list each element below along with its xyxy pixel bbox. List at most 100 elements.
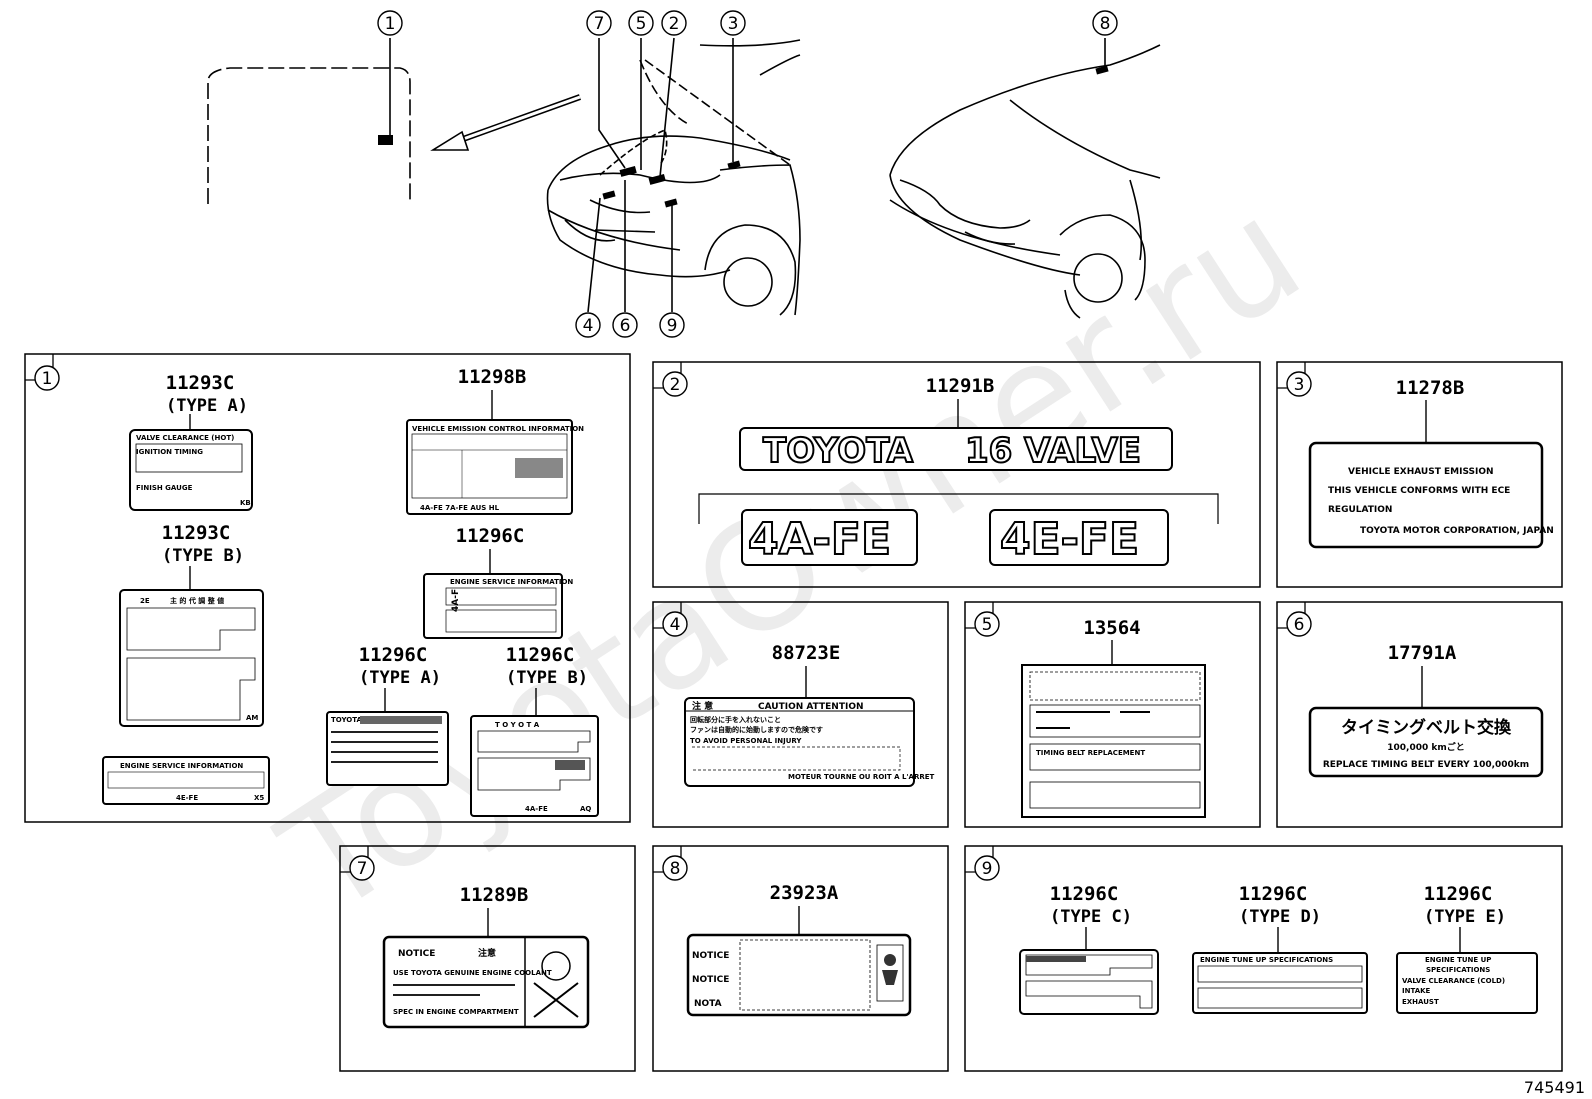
svg-text:KB: KB bbox=[240, 499, 251, 507]
svg-text:4A-F: 4A-F bbox=[451, 589, 461, 612]
part-type: (TYPE A) bbox=[359, 668, 441, 688]
svg-text:8: 8 bbox=[670, 859, 681, 879]
part-type: (TYPE B) bbox=[506, 668, 588, 688]
svg-text:TOYOTA MOTOR CORPORATION, JAPA: TOYOTA MOTOR CORPORATION, JAPAN bbox=[1360, 526, 1554, 536]
label-11296c-type-e: ENGINE TUNE UP SPECIFICATIONS VALVE CLEA… bbox=[1396, 952, 1538, 1014]
svg-text:ファンは自動的に始動しますので危険です: ファンは自動的に始動しますので危険です bbox=[690, 725, 823, 734]
callout-5: 5 bbox=[628, 10, 654, 36]
part-code: 11278B bbox=[1396, 377, 1465, 399]
part-type: (TYPE E) bbox=[1424, 907, 1506, 927]
part-code: 13564 bbox=[1083, 617, 1140, 639]
svg-text:ENGINE TUNE UP SPECIFICATIONS: ENGINE TUNE UP SPECIFICATIONS bbox=[1200, 956, 1333, 964]
svg-text:ENGINE TUNE UP: ENGINE TUNE UP bbox=[1425, 956, 1491, 964]
svg-text:1: 1 bbox=[385, 14, 396, 34]
part-code: 11293C bbox=[166, 372, 235, 394]
panel-6: 6 17791A タイミングベルト交換 100,000 kmごと REPLACE… bbox=[1276, 601, 1563, 828]
top-illustrations bbox=[207, 37, 1161, 319]
panel-4: 4 88723E 注 意 CAUTION ATTENTION 回転部分に手を入れ… bbox=[652, 601, 949, 828]
label-23923a: NOTICE NOTICE NOTA bbox=[686, 933, 912, 1017]
part-code: 11296C bbox=[1050, 883, 1119, 905]
svg-text:AM: AM bbox=[246, 714, 258, 722]
panel-3: 3 11278B VEHICLE EXHAUST EMISSION THIS V… bbox=[1276, 361, 1563, 588]
part-code: 11291B bbox=[926, 375, 995, 397]
callout-3: 3 bbox=[720, 10, 746, 36]
svg-text:4: 4 bbox=[670, 615, 681, 635]
figure-number: 745491 bbox=[1524, 1078, 1585, 1097]
svg-text:4E-FE: 4E-FE bbox=[176, 794, 198, 802]
part-type: (TYPE B) bbox=[162, 546, 244, 566]
svg-text:EXHAUST: EXHAUST bbox=[1402, 998, 1439, 1006]
svg-text:100,000 kmごと: 100,000 kmごと bbox=[1387, 741, 1465, 753]
panel-9: 9 11296C (TYPE C) 11296C (TYPE D) ENGINE… bbox=[964, 845, 1563, 1072]
part-type: (TYPE C) bbox=[1050, 907, 1132, 927]
panel-5: 5 13564 TIMING BELT REPLACEMENT bbox=[964, 601, 1261, 828]
callout-9: 9 bbox=[659, 312, 685, 338]
emblem-toyota-16-valve: TOYOTA 16 VALVE bbox=[739, 427, 1173, 472]
svg-text:2E: 2E bbox=[140, 597, 150, 605]
svg-text:注 意: 注 意 bbox=[692, 700, 713, 712]
svg-text:5: 5 bbox=[982, 615, 993, 635]
part-type: (TYPE A) bbox=[166, 396, 248, 416]
svg-text:主 的 代 調 整 値: 主 的 代 調 整 値 bbox=[170, 596, 224, 605]
svg-text:6: 6 bbox=[1294, 615, 1305, 635]
svg-text:NOTICE: NOTICE bbox=[692, 951, 729, 961]
svg-text:MOTEUR TOURNE OU ROIT A L'ARRE: MOTEUR TOURNE OU ROIT A L'ARRET bbox=[788, 773, 935, 781]
svg-text:2: 2 bbox=[669, 14, 680, 34]
part-code: 11298B bbox=[458, 366, 527, 388]
svg-text:FINISH GAUGE: FINISH GAUGE bbox=[136, 484, 193, 492]
svg-text:3: 3 bbox=[1294, 375, 1305, 395]
callouts-top: 1 7 5 2 3 8 4 6 9 bbox=[377, 10, 1118, 338]
svg-text:CAUTION ATTENTION: CAUTION ATTENTION bbox=[758, 702, 864, 712]
panel-8: 8 23923A NOTICE NOTICE NOTA bbox=[652, 845, 949, 1072]
callout-8: 8 bbox=[1092, 10, 1118, 36]
emblem-4e-fe: 4E-FE bbox=[989, 509, 1169, 566]
label-11296c-type-c bbox=[1019, 949, 1159, 1015]
part-code: 11296C bbox=[456, 525, 525, 547]
emblem-4a-fe: 4A-FE bbox=[741, 509, 918, 566]
part-code: 17791A bbox=[1388, 642, 1457, 664]
label-caution: 注 意 CAUTION ATTENTION 回転部分に手を入れないこと ファンは… bbox=[684, 697, 935, 787]
svg-text:NOTICE: NOTICE bbox=[398, 949, 435, 959]
part-code: 23923A bbox=[770, 882, 839, 904]
svg-text:IGNITION TIMING: IGNITION TIMING bbox=[136, 448, 203, 456]
label-engine-service-information: ENGINE SERVICE INFORMATION 4E-FE X5 bbox=[102, 756, 270, 805]
label-11296c-type-d: ENGINE TUNE UP SPECIFICATIONS bbox=[1192, 952, 1368, 1014]
label-11296c-type-b: T O Y O T A 4A-FE AQ bbox=[470, 715, 599, 817]
svg-text:VALVE CLEARANCE (COLD): VALVE CLEARANCE (COLD) bbox=[1402, 977, 1505, 985]
panel-1: 1 11293C (TYPE A) VALVE CLEARANCE (HOT) … bbox=[24, 353, 631, 823]
label-timing-belt: タイミングベルト交換 100,000 kmごと REPLACE TIMING B… bbox=[1308, 706, 1544, 778]
svg-text:SPEC IN ENGINE COMPARTMENT: SPEC IN ENGINE COMPARTMENT bbox=[393, 1008, 519, 1016]
part-code: 11289B bbox=[460, 884, 529, 906]
part-code: 11293C bbox=[162, 522, 231, 544]
svg-text:SPECIFICATIONS: SPECIFICATIONS bbox=[1426, 966, 1490, 974]
callout-6: 6 bbox=[612, 312, 638, 338]
svg-text:9: 9 bbox=[667, 316, 678, 336]
svg-text:4A-FE 7A-FE AUS HL: 4A-FE 7A-FE AUS HL bbox=[420, 504, 500, 512]
panel-1-index: 1 bbox=[42, 369, 53, 389]
label-notice: NOTICE 注意 USE TOYOTA GENUINE ENGINE COOL… bbox=[382, 935, 590, 1029]
svg-text:THIS VEHICLE CONFORMS WITH ECE: THIS VEHICLE CONFORMS WITH ECE bbox=[1328, 486, 1510, 496]
part-code: 88723E bbox=[772, 642, 841, 664]
label-11296c: ENGINE SERVICE INFORMATION 4A-F bbox=[423, 573, 573, 639]
svg-text:ENGINE SERVICE INFORMATION: ENGINE SERVICE INFORMATION bbox=[120, 762, 243, 770]
part-code: 11296C bbox=[1424, 883, 1493, 905]
svg-text:3: 3 bbox=[728, 14, 739, 34]
svg-text:NOTICE: NOTICE bbox=[692, 975, 729, 985]
label-13564: TIMING BELT REPLACEMENT bbox=[1021, 664, 1206, 818]
svg-text:VALVE CLEARANCE (HOT): VALVE CLEARANCE (HOT) bbox=[136, 434, 234, 442]
svg-text:NOTA: NOTA bbox=[694, 999, 722, 1009]
svg-text:4: 4 bbox=[583, 316, 594, 336]
panel-7: 7 11289B NOTICE 注意 USE TOYOTA GENUINE EN… bbox=[339, 845, 636, 1072]
svg-text:4E-FE: 4E-FE bbox=[1000, 514, 1139, 565]
svg-text:TOYOTA: TOYOTA bbox=[763, 431, 914, 471]
svg-text:ENGINE SERVICE INFORMATION: ENGINE SERVICE INFORMATION bbox=[450, 578, 573, 586]
svg-text:5: 5 bbox=[636, 14, 647, 34]
callout-4: 4 bbox=[575, 312, 601, 338]
svg-text:タイミングベルト交換: タイミングベルト交換 bbox=[1341, 717, 1512, 738]
svg-text:VEHICLE EMISSION CONTROL INFOR: VEHICLE EMISSION CONTROL INFORMATION bbox=[412, 425, 584, 433]
svg-text:回転部分に手を入れないこと: 回転部分に手を入れないこと bbox=[690, 715, 781, 724]
svg-text:AQ: AQ bbox=[580, 805, 591, 813]
callout-1: 1 bbox=[377, 10, 403, 36]
svg-text:7: 7 bbox=[594, 14, 605, 34]
